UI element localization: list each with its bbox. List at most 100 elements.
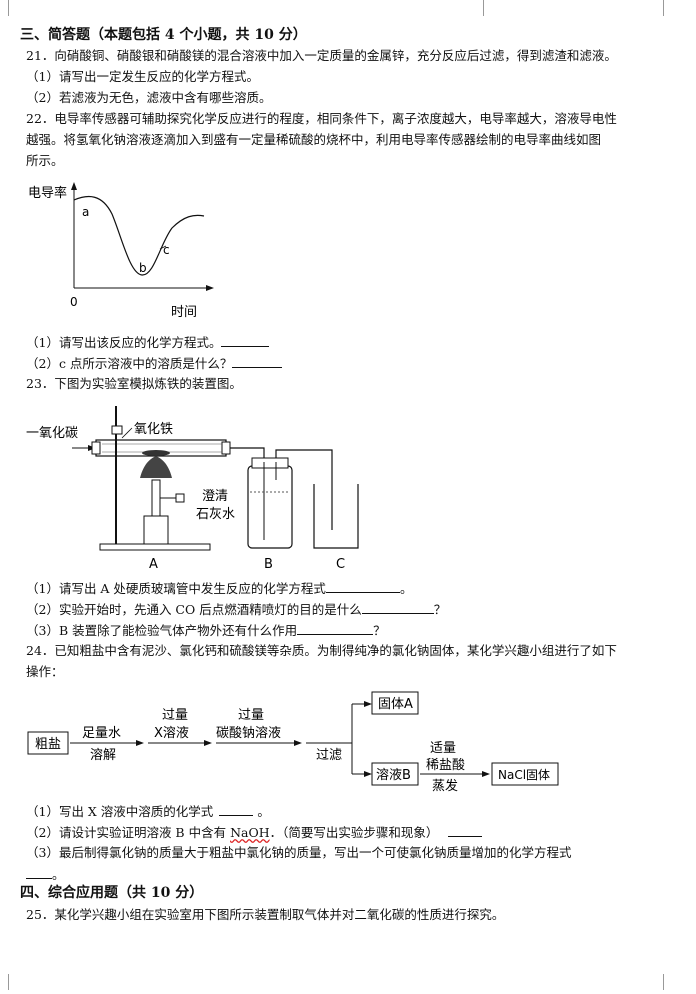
nacl-label: NaCl固体 <box>498 768 550 782</box>
arrow-step3-head <box>294 740 302 746</box>
naoh-formula: NaOH <box>230 825 270 840</box>
q23-part3-end: ？ <box>373 623 386 638</box>
q24-part3: （3）最后制得氯化钠的质量大于粗盐中氯化钠的质量，写出一个可使氯化钠质量增加的化… <box>26 845 572 860</box>
burner-tube <box>151 479 161 517</box>
q25-stem: 25．某化学兴趣小组在实验室用下图所示装置制取气体并对二氧化碳的性质进行探究。 <box>26 907 505 922</box>
q24-part1-end: 。 <box>257 804 270 819</box>
q24-stem-line2: 操作： <box>26 664 64 679</box>
chart-ylabel: 电导率 <box>28 185 67 201</box>
conductivity-curve <box>73 195 205 276</box>
q21-stem: 21．向硝酸铜、硝酸银和硝酸镁的混合溶液中加入一定质量的金属锌，充分反应后过滤，… <box>26 48 617 63</box>
q24-part1-text: （1）写出 X 溶液中溶质的化学式 <box>26 804 214 819</box>
q23-stem: 23．下图为实验室模拟炼铁的装置图。 <box>26 376 242 391</box>
q22-part1-text: （1）请写出该反应的化学方程式。 <box>26 335 222 350</box>
step3-top1: 过量 <box>238 708 264 723</box>
clamp <box>111 425 123 435</box>
q22-stem-line1: 22．电导率传感器可辅助探究化学反应进行的程度，相同条件下，离子浓度越大，电导率… <box>26 111 617 126</box>
step4-line3: 蒸发 <box>432 778 458 794</box>
step4-line1: 适量 <box>430 741 456 756</box>
valve-knob <box>175 493 185 503</box>
step2-top2: X溶液 <box>154 726 189 741</box>
step1-top: 足量水 <box>82 726 121 741</box>
nacl-box <box>491 762 559 786</box>
q23-part2: （2）实验开始时，先通入 CO 后点燃酒精喷灯的目的是什么 ？ <box>26 601 446 618</box>
step4-line2: 稀盐酸 <box>426 758 465 773</box>
branch-bottom-head <box>364 771 372 777</box>
answer-blank[interactable] <box>361 601 434 614</box>
q24-part2-text-2: ．（简要写出实验步骤和现象） <box>269 825 439 840</box>
q24-part3-end: 。 <box>52 867 65 882</box>
arrow-step2-head <box>204 740 212 746</box>
answer-blank[interactable] <box>26 866 52 879</box>
answer-blank[interactable] <box>448 824 483 837</box>
conductivity-chart: 电导率 a b c 0 时间 <box>28 182 214 320</box>
q21-part1: （1）请写出一定发生反应的化学方程式。 <box>26 69 259 84</box>
solution-b-label: 溶液B <box>376 768 411 783</box>
step1-bottom: 溶解 <box>90 748 116 763</box>
solution-b-box <box>371 762 419 786</box>
q24-part1: （1）写出 X 溶液中溶质的化学式 。 <box>26 803 270 820</box>
solid-a-box <box>371 691 419 715</box>
crop-mark <box>8 0 9 16</box>
purification-flowchart: 粗盐 足量水 溶解 过量 X溶液 过量 碳酸钠溶液 过滤 固体A 溶液B 适量 … <box>27 691 559 794</box>
filter-label: 过滤 <box>316 748 342 763</box>
q24-part3-answer: 。 <box>26 866 65 883</box>
fe2o3-leader <box>121 427 133 439</box>
label-a: A <box>149 557 158 572</box>
answer-blank[interactable] <box>219 803 254 816</box>
step2-top1: 过量 <box>162 708 188 723</box>
crop-mark <box>483 0 484 16</box>
answer-blank[interactable] <box>297 622 374 635</box>
pipe-b-to-c <box>275 449 333 530</box>
pipe-a-to-b <box>230 447 265 462</box>
limewater-label-1: 澄清 <box>202 489 228 504</box>
answer-blank[interactable] <box>232 355 283 368</box>
section-title: 三、简答题（本题包括 4 个小题，共 10 分） <box>20 27 307 43</box>
beaker <box>313 484 359 549</box>
q22-part1: （1）请写出该反应的化学方程式。 <box>26 334 270 351</box>
burner-body <box>143 515 169 545</box>
q24-part2: （2）请设计实验证明溶液 B 中含有 NaOH．（简要写出实验步骤和现象） <box>26 824 483 841</box>
co-label: 一氧化碳 <box>26 426 78 441</box>
q22-part2-text: （2）c 点所示溶液中的溶质是什么？ <box>26 356 233 371</box>
label-b: B <box>264 557 273 572</box>
q23-part3: （3）B 装置除了能检验气体产物外还有什么作用 ？ <box>26 622 386 639</box>
x-axis-arrow <box>206 285 214 291</box>
bottle-stopper <box>251 457 289 469</box>
point-b-label: b <box>139 261 147 275</box>
arrow-step4-head <box>482 771 490 777</box>
answer-blank[interactable] <box>325 580 400 593</box>
limewater-label-2: 石灰水 <box>196 507 235 522</box>
answer-blank[interactable] <box>221 334 270 347</box>
q23-part1-text: （1）请写出 A 处硬质玻璃管中发生反应的化学方程式 <box>26 581 326 596</box>
branch-top-head <box>364 701 372 707</box>
q23-part1-end: 。 <box>399 581 413 596</box>
crop-mark <box>8 974 9 990</box>
flame <box>140 456 172 478</box>
q23-part3-text: （3）B 装置除了能检验气体产物外还有什么作用 <box>26 623 298 638</box>
fe2o3-label: 氧化铁 <box>134 422 173 437</box>
q23-part2-end: ？ <box>433 602 447 617</box>
q22-part2: （2）c 点所示溶液中的溶质是什么？ <box>26 355 283 372</box>
solid-a-label: 固体A <box>378 697 413 712</box>
point-a-label: a <box>82 205 89 219</box>
crude-salt-box <box>27 731 69 755</box>
y-axis-arrow <box>71 182 77 190</box>
crude-salt-label: 粗盐 <box>35 737 61 752</box>
iron-oxide-powder <box>142 450 170 456</box>
q23-part2-text: （2）实验开始时，先通入 CO 后点燃酒精喷灯的目的是什么 <box>26 602 362 617</box>
q21-part2: （2）若滤液为无色，滤液中含有哪些溶质。 <box>26 90 272 105</box>
iron-smelting-apparatus: 一氧化碳 氧化铁 澄清 石灰水 A B C <box>26 406 359 572</box>
label-c: C <box>336 557 345 572</box>
stopper-right <box>221 441 231 455</box>
crop-mark <box>663 974 664 990</box>
chart-origin: 0 <box>70 295 78 309</box>
section-title: 四、综合应用题（共 10 分） <box>20 885 204 901</box>
stand-base <box>99 543 211 551</box>
chart-xlabel: 时间 <box>171 305 197 320</box>
stopper-left <box>91 441 101 455</box>
gas-washing-bottle <box>247 465 293 549</box>
q22-stem-line3: 所示。 <box>26 153 64 168</box>
point-c-label: c <box>163 243 170 257</box>
q23-part1: （1）请写出 A 处硬质玻璃管中发生反应的化学方程式 。 <box>26 580 412 597</box>
